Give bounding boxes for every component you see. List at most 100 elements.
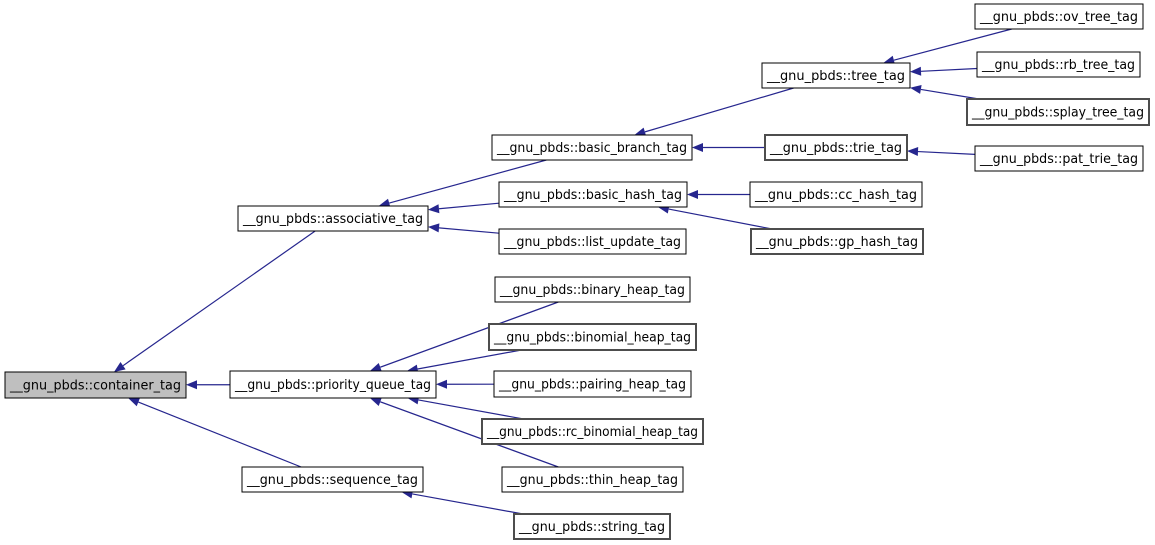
inheritance-line xyxy=(412,493,524,515)
node-priority_queue_tag[interactable]: __gnu_pbds::priority_queue_tag xyxy=(229,370,437,399)
node-box xyxy=(4,371,187,399)
node-label: __gnu_pbds::tree_tag xyxy=(766,69,905,84)
edge-rc_binomial_heap_tag-to-priority_queue_tag xyxy=(407,395,524,420)
node-binomial_heap_tag[interactable]: __gnu_pbds::binomial_heap_tag xyxy=(488,323,697,351)
node-box[interactable] xyxy=(750,228,924,255)
node-basic_hash_tag[interactable]: __gnu_pbds::basic_hash_tag xyxy=(498,181,688,208)
node-label: __gnu_pbds::rb_tree_tag xyxy=(981,58,1135,73)
inheritance-line xyxy=(379,401,559,468)
arrowhead-icon xyxy=(910,66,922,76)
node-box[interactable] xyxy=(501,466,684,493)
edge-tree_tag-to-basic_branch_tag xyxy=(634,87,794,137)
node-label: __gnu_pbds::container_tag xyxy=(9,379,181,394)
edge-rb_tree_tag-to-tree_tag xyxy=(910,66,978,76)
edge-list_update_tag-to-associative_tag xyxy=(428,223,500,234)
inheritance-line xyxy=(668,208,773,230)
arrowhead-icon xyxy=(634,127,647,137)
node-label: __gnu_pbds::rc_binomial_heap_tag xyxy=(486,425,698,440)
node-list_update_tag[interactable]: __gnu_pbds::list_update_tag xyxy=(498,228,687,255)
node-box[interactable] xyxy=(494,276,691,303)
arrowhead-icon xyxy=(428,204,440,214)
node-rb_tree_tag[interactable]: __gnu_pbds::rb_tree_tag xyxy=(976,51,1141,78)
node-trie_tag[interactable]: __gnu_pbds::trie_tag xyxy=(764,134,908,161)
edge-binary_heap_tag-to-priority_queue_tag xyxy=(369,301,559,372)
node-container_tag: __gnu_pbds::container_tag xyxy=(4,371,187,399)
node-box[interactable] xyxy=(498,181,688,208)
node-rc_binomial_heap_tag[interactable]: __gnu_pbds::rc_binomial_heap_tag xyxy=(481,418,704,445)
node-label: __gnu_pbds::pat_trie_tag xyxy=(979,152,1138,167)
arrowhead-icon xyxy=(687,190,698,199)
inheritance-line xyxy=(644,87,794,133)
node-thin_heap_tag[interactable]: __gnu_pbds::thin_heap_tag xyxy=(501,466,684,493)
node-sequence_tag[interactable]: __gnu_pbds::sequence_tag xyxy=(241,466,424,493)
edge-thin_heap_tag-to-priority_queue_tag xyxy=(369,397,559,468)
edge-string_tag-to-sequence_tag xyxy=(401,489,524,515)
node-label: __gnu_pbds::thin_heap_tag xyxy=(506,473,678,488)
node-label: __gnu_pbds::splay_tree_tag xyxy=(971,106,1144,121)
inheritance-line xyxy=(417,349,522,370)
node-label: __gnu_pbds::binomial_heap_tag xyxy=(493,331,691,346)
edge-sequence_tag-to-container_tag xyxy=(128,397,302,468)
arrowhead-icon xyxy=(436,379,447,389)
node-box[interactable] xyxy=(229,370,437,399)
node-box[interactable] xyxy=(481,418,704,445)
inheritance-line xyxy=(438,227,500,234)
arrowhead-icon xyxy=(369,363,382,372)
arrowhead-icon xyxy=(883,55,895,65)
node-gp_hash_tag[interactable]: __gnu_pbds::gp_hash_tag xyxy=(750,228,924,255)
node-pairing_heap_tag[interactable]: __gnu_pbds::pairing_heap_tag xyxy=(493,370,692,398)
node-box[interactable] xyxy=(764,134,908,161)
node-tree_tag[interactable]: __gnu_pbds::tree_tag xyxy=(761,62,911,89)
inheritance-line xyxy=(920,67,978,72)
node-box[interactable] xyxy=(237,205,429,232)
node-cc_hash_tag[interactable]: __gnu_pbds::cc_hash_tag xyxy=(749,181,923,208)
node-binary_heap_tag[interactable]: __gnu_pbds::binary_heap_tag xyxy=(494,276,691,303)
edge-cc_hash_tag-to-basic_hash_tag xyxy=(687,190,750,199)
arrowhead-icon xyxy=(186,380,197,390)
node-label: __gnu_pbds::priority_queue_tag xyxy=(234,378,431,393)
arrowhead-icon xyxy=(369,397,382,406)
node-box[interactable] xyxy=(761,62,911,89)
inheritance-line xyxy=(379,301,559,368)
edge-associative_tag-to-container_tag xyxy=(114,230,316,372)
node-box[interactable] xyxy=(749,181,923,208)
node-box[interactable] xyxy=(513,513,671,540)
node-box[interactable] xyxy=(491,134,693,161)
arrowhead-icon xyxy=(128,397,140,407)
node-label: __gnu_pbds::string_tag xyxy=(518,520,665,535)
node-box[interactable] xyxy=(488,323,697,351)
arrowhead-icon xyxy=(114,362,126,372)
node-label: __gnu_pbds::cc_hash_tag xyxy=(754,188,917,203)
arrowhead-icon xyxy=(907,147,919,156)
inheritance-line xyxy=(920,88,980,100)
edge-basic_hash_tag-to-associative_tag xyxy=(428,202,500,214)
node-box[interactable] xyxy=(498,228,687,255)
node-box[interactable] xyxy=(976,51,1141,78)
node-label: __gnu_pbds::sequence_tag xyxy=(246,473,418,488)
node-pat_trie_tag[interactable]: __gnu_pbds::pat_trie_tag xyxy=(974,145,1144,172)
node-splay_tree_tag[interactable]: __gnu_pbds::splay_tree_tag xyxy=(966,98,1150,126)
node-label: __gnu_pbds::ov_tree_tag xyxy=(979,10,1138,25)
node-box[interactable] xyxy=(493,370,692,398)
node-box[interactable] xyxy=(974,145,1144,172)
node-string_tag[interactable]: __gnu_pbds::string_tag xyxy=(513,513,671,540)
node-associative_tag[interactable]: __gnu_pbds::associative_tag xyxy=(237,205,429,232)
inheritance-line xyxy=(122,230,316,367)
node-ov_tree_tag[interactable]: __gnu_pbds::ov_tree_tag xyxy=(974,3,1144,30)
node-box[interactable] xyxy=(966,98,1150,126)
arrowhead-icon xyxy=(692,143,703,152)
node-label: __gnu_pbds::list_update_tag xyxy=(503,235,681,250)
node-box[interactable] xyxy=(974,3,1144,30)
edge-binomial_heap_tag-to-priority_queue_tag xyxy=(406,349,522,374)
arrowhead-icon xyxy=(378,198,391,208)
edge-gp_hash_tag-to-basic_hash_tag xyxy=(657,204,773,230)
node-box[interactable] xyxy=(241,466,424,493)
node-label: __gnu_pbds::pairing_heap_tag xyxy=(498,378,686,393)
node-basic_branch_tag[interactable]: __gnu_pbds::basic_branch_tag xyxy=(491,134,693,161)
edge-splay_tree_tag-to-tree_tag xyxy=(910,85,980,100)
edge-ov_tree_tag-to-tree_tag xyxy=(883,28,1012,65)
edge-pairing_heap_tag-to-priority_queue_tag xyxy=(436,379,495,389)
inheritance-line xyxy=(917,150,976,155)
